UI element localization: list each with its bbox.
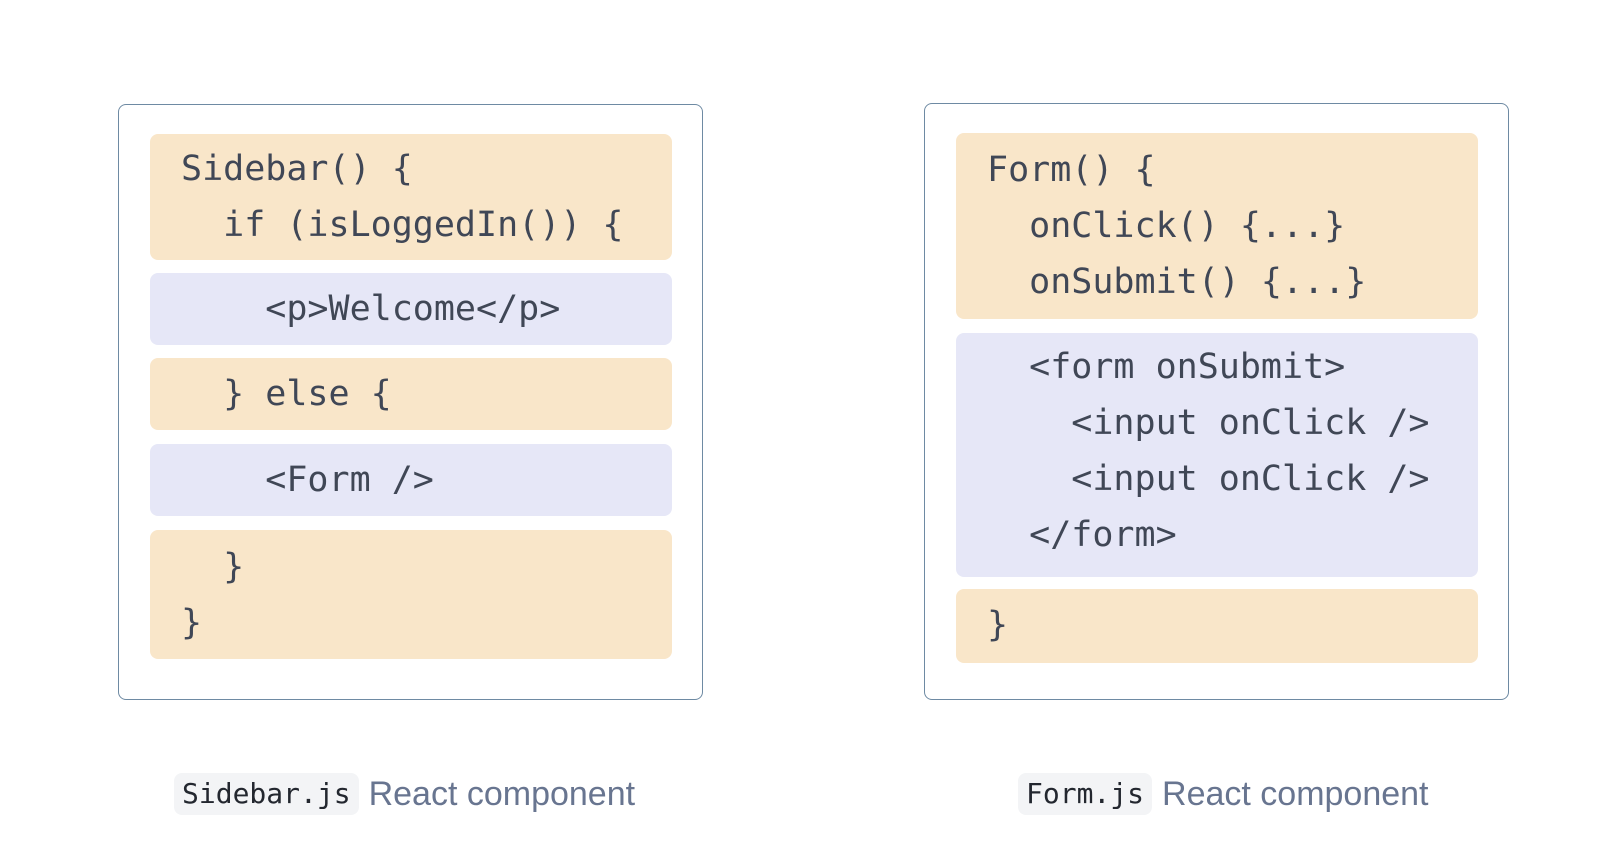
code-block-logic: Form() { onClick() {...} onSubmit() {...… — [956, 133, 1478, 319]
code-block-markup: <Form /> — [150, 444, 672, 516]
code-block-markup: <form onSubmit> <input onClick /> <input… — [956, 333, 1478, 577]
code-block-logic: Sidebar() { if (isLoggedIn()) { — [150, 134, 672, 260]
caption-description: React component — [1162, 775, 1429, 813]
code-line: } — [987, 605, 1009, 645]
caption-description: React component — [368, 775, 636, 813]
code-line: onSubmit() {...} — [987, 262, 1367, 302]
code-line: onClick() {...} — [987, 206, 1346, 246]
code-block-logic: } — [956, 589, 1478, 663]
code-block-markup: <p>Welcome</p> — [150, 273, 672, 345]
file-name: Sidebar.js — [174, 773, 359, 815]
code-line: <Form /> — [181, 460, 434, 500]
code-line: <p>Welcome</p> — [181, 289, 561, 329]
code-line: } — [181, 547, 245, 587]
form-caption: Form.js React component — [1018, 772, 1429, 816]
file-name: Form.js — [1018, 773, 1153, 815]
sidebar-component-panel: Sidebar() { if (isLoggedIn()) { <p>Welco… — [118, 104, 703, 700]
form-component-panel: Form() { onClick() {...} onSubmit() {...… — [924, 103, 1509, 700]
code-block-logic: } else { — [150, 358, 672, 430]
code-block-logic: } } — [150, 530, 672, 659]
code-line: <form onSubmit> — [987, 347, 1346, 387]
code-line: Form() { — [987, 150, 1156, 190]
code-line: if (isLoggedIn()) { — [181, 205, 624, 245]
code-line: <input onClick /> — [987, 459, 1430, 499]
code-line: } else { — [181, 374, 392, 414]
code-line: } — [181, 603, 203, 643]
code-line: </form> — [987, 515, 1177, 555]
sidebar-caption: Sidebar.js React component — [174, 772, 635, 816]
code-line: <input onClick /> — [987, 403, 1430, 443]
code-line: Sidebar() { — [181, 149, 413, 189]
